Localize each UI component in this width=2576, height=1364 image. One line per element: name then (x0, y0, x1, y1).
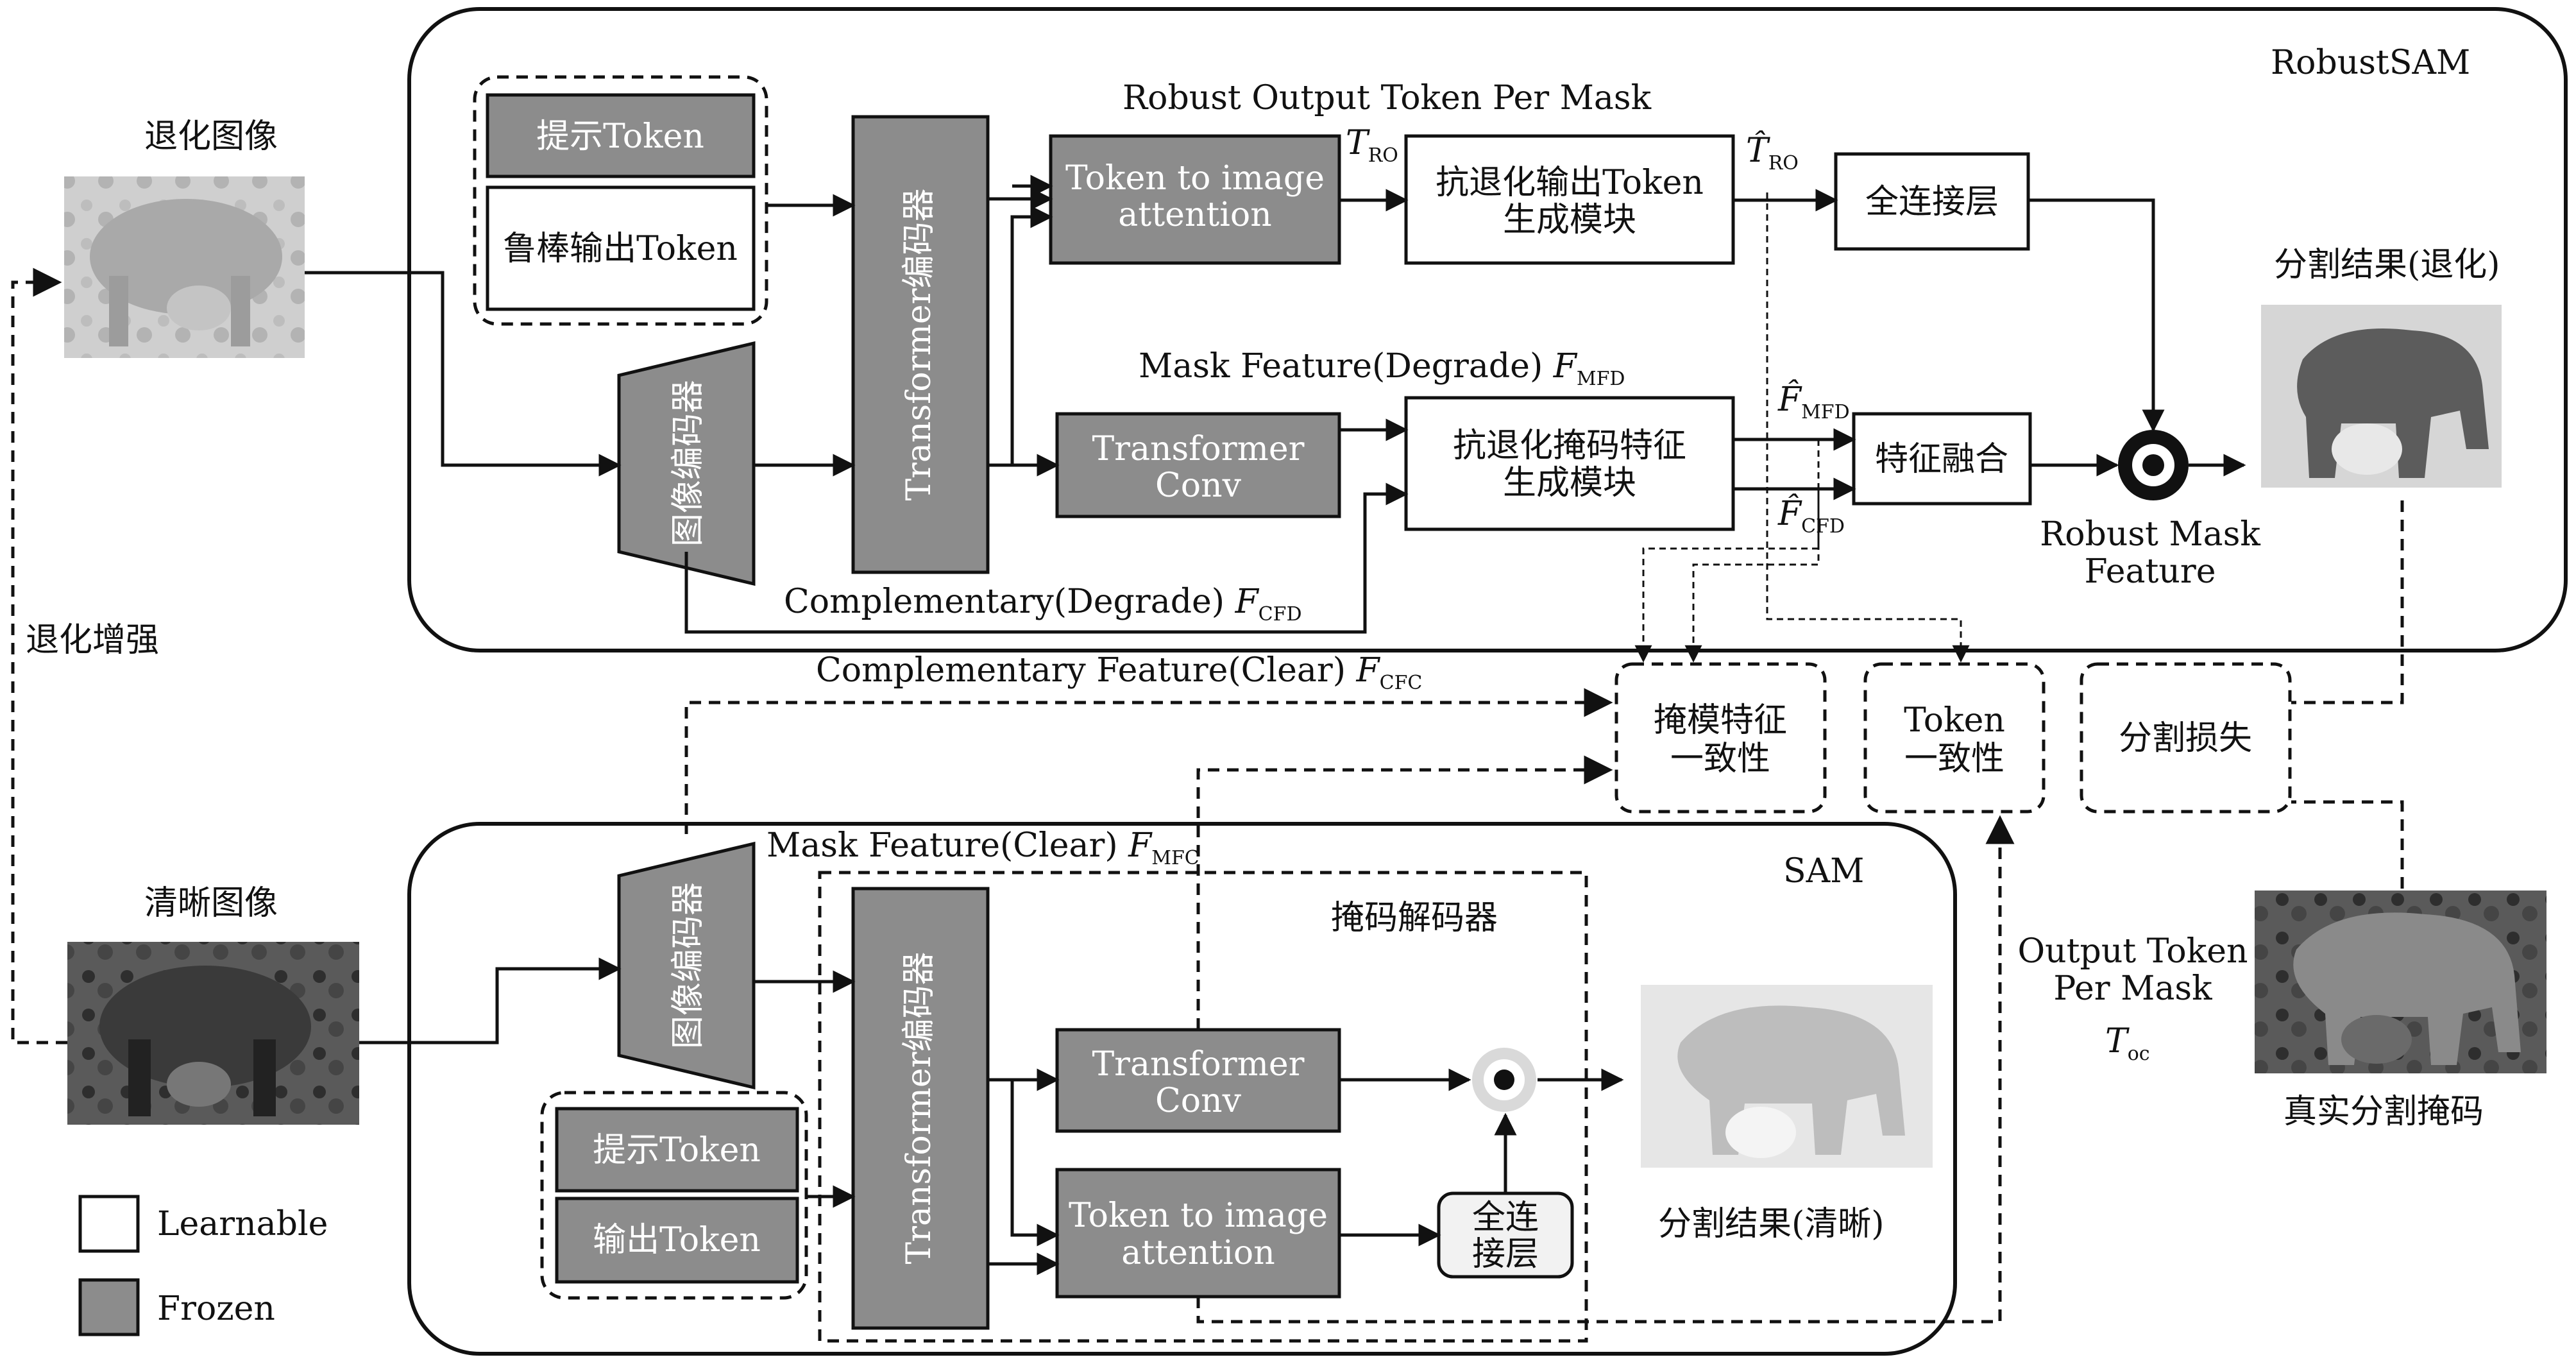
robust-transformer-conv-line1: Transformer (1092, 430, 1304, 468)
robust-image-encoder-label: 图像编码器 (669, 380, 708, 547)
sam-container (407, 822, 1957, 1356)
robust-prompt-token (486, 93, 756, 178)
anti-degrade-token-line1: 抗退化输出Token (1436, 164, 1704, 202)
robust-transformer-encoder (851, 115, 990, 574)
legend-learnable-swatch (78, 1195, 140, 1253)
sam-transformer-conv-line2: Conv (1155, 1082, 1242, 1120)
clear-image-label: 清晰图像 (144, 884, 278, 923)
seg-result-clear-image (1641, 985, 1933, 1168)
robust-fc-layer-label: 全连接层 (1865, 183, 1999, 221)
seg-result-degraded-label: 分割结果(退化) (2274, 246, 2500, 284)
sam-image-encoder-label: 图像编码器 (669, 882, 708, 1049)
mask-feature-clear-label: Mask Feature(Clear) FMFC (767, 826, 1199, 869)
feature-fusion (1852, 412, 2032, 506)
sam-prompt-token-label: 提示Token (593, 1131, 761, 1170)
sam-fc-layer-line2: 接层 (1472, 1235, 1539, 1274)
degraded-image-label: 退化图像 (144, 117, 278, 156)
mask-feature-degrade-label: Mask Feature(Degrade) FMFD (1139, 347, 1625, 390)
segmentation-loss (2080, 662, 2292, 814)
feature-fusion-label: 特征融合 (1875, 440, 2008, 479)
sam-token-to-image-line1: Token to image (1069, 1197, 1328, 1235)
sam-mask-decoder-label: 掩码解码器 (1331, 899, 1498, 937)
robust-dot-product-icon (2118, 430, 2189, 500)
t-ro-hat-symbol: T̂RO (1746, 131, 1799, 175)
sam-title: SAM (1783, 852, 1864, 891)
sam-transformer-encoder (851, 887, 990, 1330)
mask-consistency-loss (1614, 662, 1827, 814)
complementary-clear-label: Complementary Feature(Clear) FCFC (816, 651, 1422, 694)
sam-token-to-image-line2: attention (1121, 1234, 1275, 1272)
robust-transformer-conv (1055, 412, 1341, 518)
legend-frozen-swatch (78, 1278, 140, 1336)
robust-mask-feature-line2: Feature (2084, 552, 2216, 591)
robust-output-token (486, 185, 756, 311)
sam-image-encoder (617, 841, 756, 1090)
mask-consistency-line1: 掩模特征 (1654, 701, 1787, 740)
sam-prompt-token (555, 1107, 799, 1193)
degrade-aug-arrow (11, 268, 67, 1044)
sam-token-to-image (1055, 1168, 1341, 1299)
sam-dot-product-icon (1472, 1048, 1536, 1112)
robust-token-to-image-line2: attention (1118, 196, 1271, 234)
robust-output-token-label: 鲁棒输出Token (503, 230, 738, 268)
mask-consistency-line2: 一致性 (1670, 740, 1770, 778)
anti-degrade-mask-line2: 生成模块 (1503, 464, 1636, 502)
output-token-per-mask-line2: Per Mask (2053, 969, 2212, 1008)
sam-fc-layer-line1: 全连 (1472, 1198, 1539, 1237)
sam-connectors (359, 957, 1624, 1275)
robust-token-to-image-line1: Token to image (1065, 159, 1325, 198)
sam-transformer-encoder-label: Transformer编码器 (900, 951, 938, 1264)
anti-degrade-token-module (1404, 134, 1735, 265)
robust-connectors (305, 175, 2246, 634)
robustsam-container (407, 7, 2568, 652)
f-cfd-hat-symbol: F̂CFD (1777, 494, 1845, 538)
legend-learnable-label: Learnable (157, 1205, 328, 1243)
robust-image-encoder (617, 341, 756, 586)
robust-token-to-image (1049, 134, 1341, 265)
t-ro-symbol: TRO (1346, 124, 1398, 167)
anti-degrade-mask-line1: 抗退化掩码特征 (1453, 427, 1686, 465)
sam-output-token-label: 输出Token (593, 1221, 761, 1259)
legend-frozen-label: Frozen (157, 1290, 275, 1328)
anti-degrade-token-line2: 生成模块 (1503, 201, 1636, 239)
complementary-degrade-label: Complementary(Degrade) FCFD (784, 583, 1302, 626)
loss-connectors (684, 192, 2404, 1324)
sam-mask-decoder (818, 871, 1588, 1343)
degrade-augmentation-label: 退化增强 (26, 621, 159, 660)
sam-transformer-conv-line1: Transformer (1092, 1045, 1304, 1084)
robust-output-token-per-mask-label: Robust Output Token Per Mask (1123, 79, 1652, 117)
robustsam-title: RobustSAM (2271, 44, 2470, 82)
robust-mask-feature-line1: Robust Mask (2040, 515, 2260, 554)
anti-degrade-mask-module (1404, 396, 1735, 531)
robust-transformer-encoder-label: Transformer编码器 (900, 188, 938, 500)
seg-result-degraded-image (2261, 305, 2502, 488)
token-consistency-line1: Token (1904, 701, 2005, 740)
token-consistency-line2: 一致性 (1904, 740, 2004, 778)
token-consistency-loss (1863, 662, 2046, 814)
ground-truth-mask-image (2255, 891, 2546, 1073)
t-oc-symbol: Toc (2105, 1022, 2150, 1065)
sam-output-token (555, 1197, 799, 1284)
degraded-image (64, 176, 305, 358)
robust-prompt-token-label: 提示Token (536, 117, 704, 156)
robust-token-group (473, 75, 768, 326)
seg-result-clear-label: 分割结果(清晰) (1658, 1205, 1885, 1243)
f-mfd-hat-symbol: F̂MFD (1777, 380, 1850, 423)
sam-transformer-conv (1055, 1028, 1341, 1133)
robust-transformer-conv-line2: Conv (1155, 466, 1242, 505)
output-token-per-mask-line1: Output Token (2018, 932, 2248, 971)
ground-truth-mask-label: 真实分割掩码 (2284, 1093, 2484, 1131)
clear-image (67, 942, 359, 1125)
segmentation-loss-label: 分割损失 (2119, 719, 2252, 758)
